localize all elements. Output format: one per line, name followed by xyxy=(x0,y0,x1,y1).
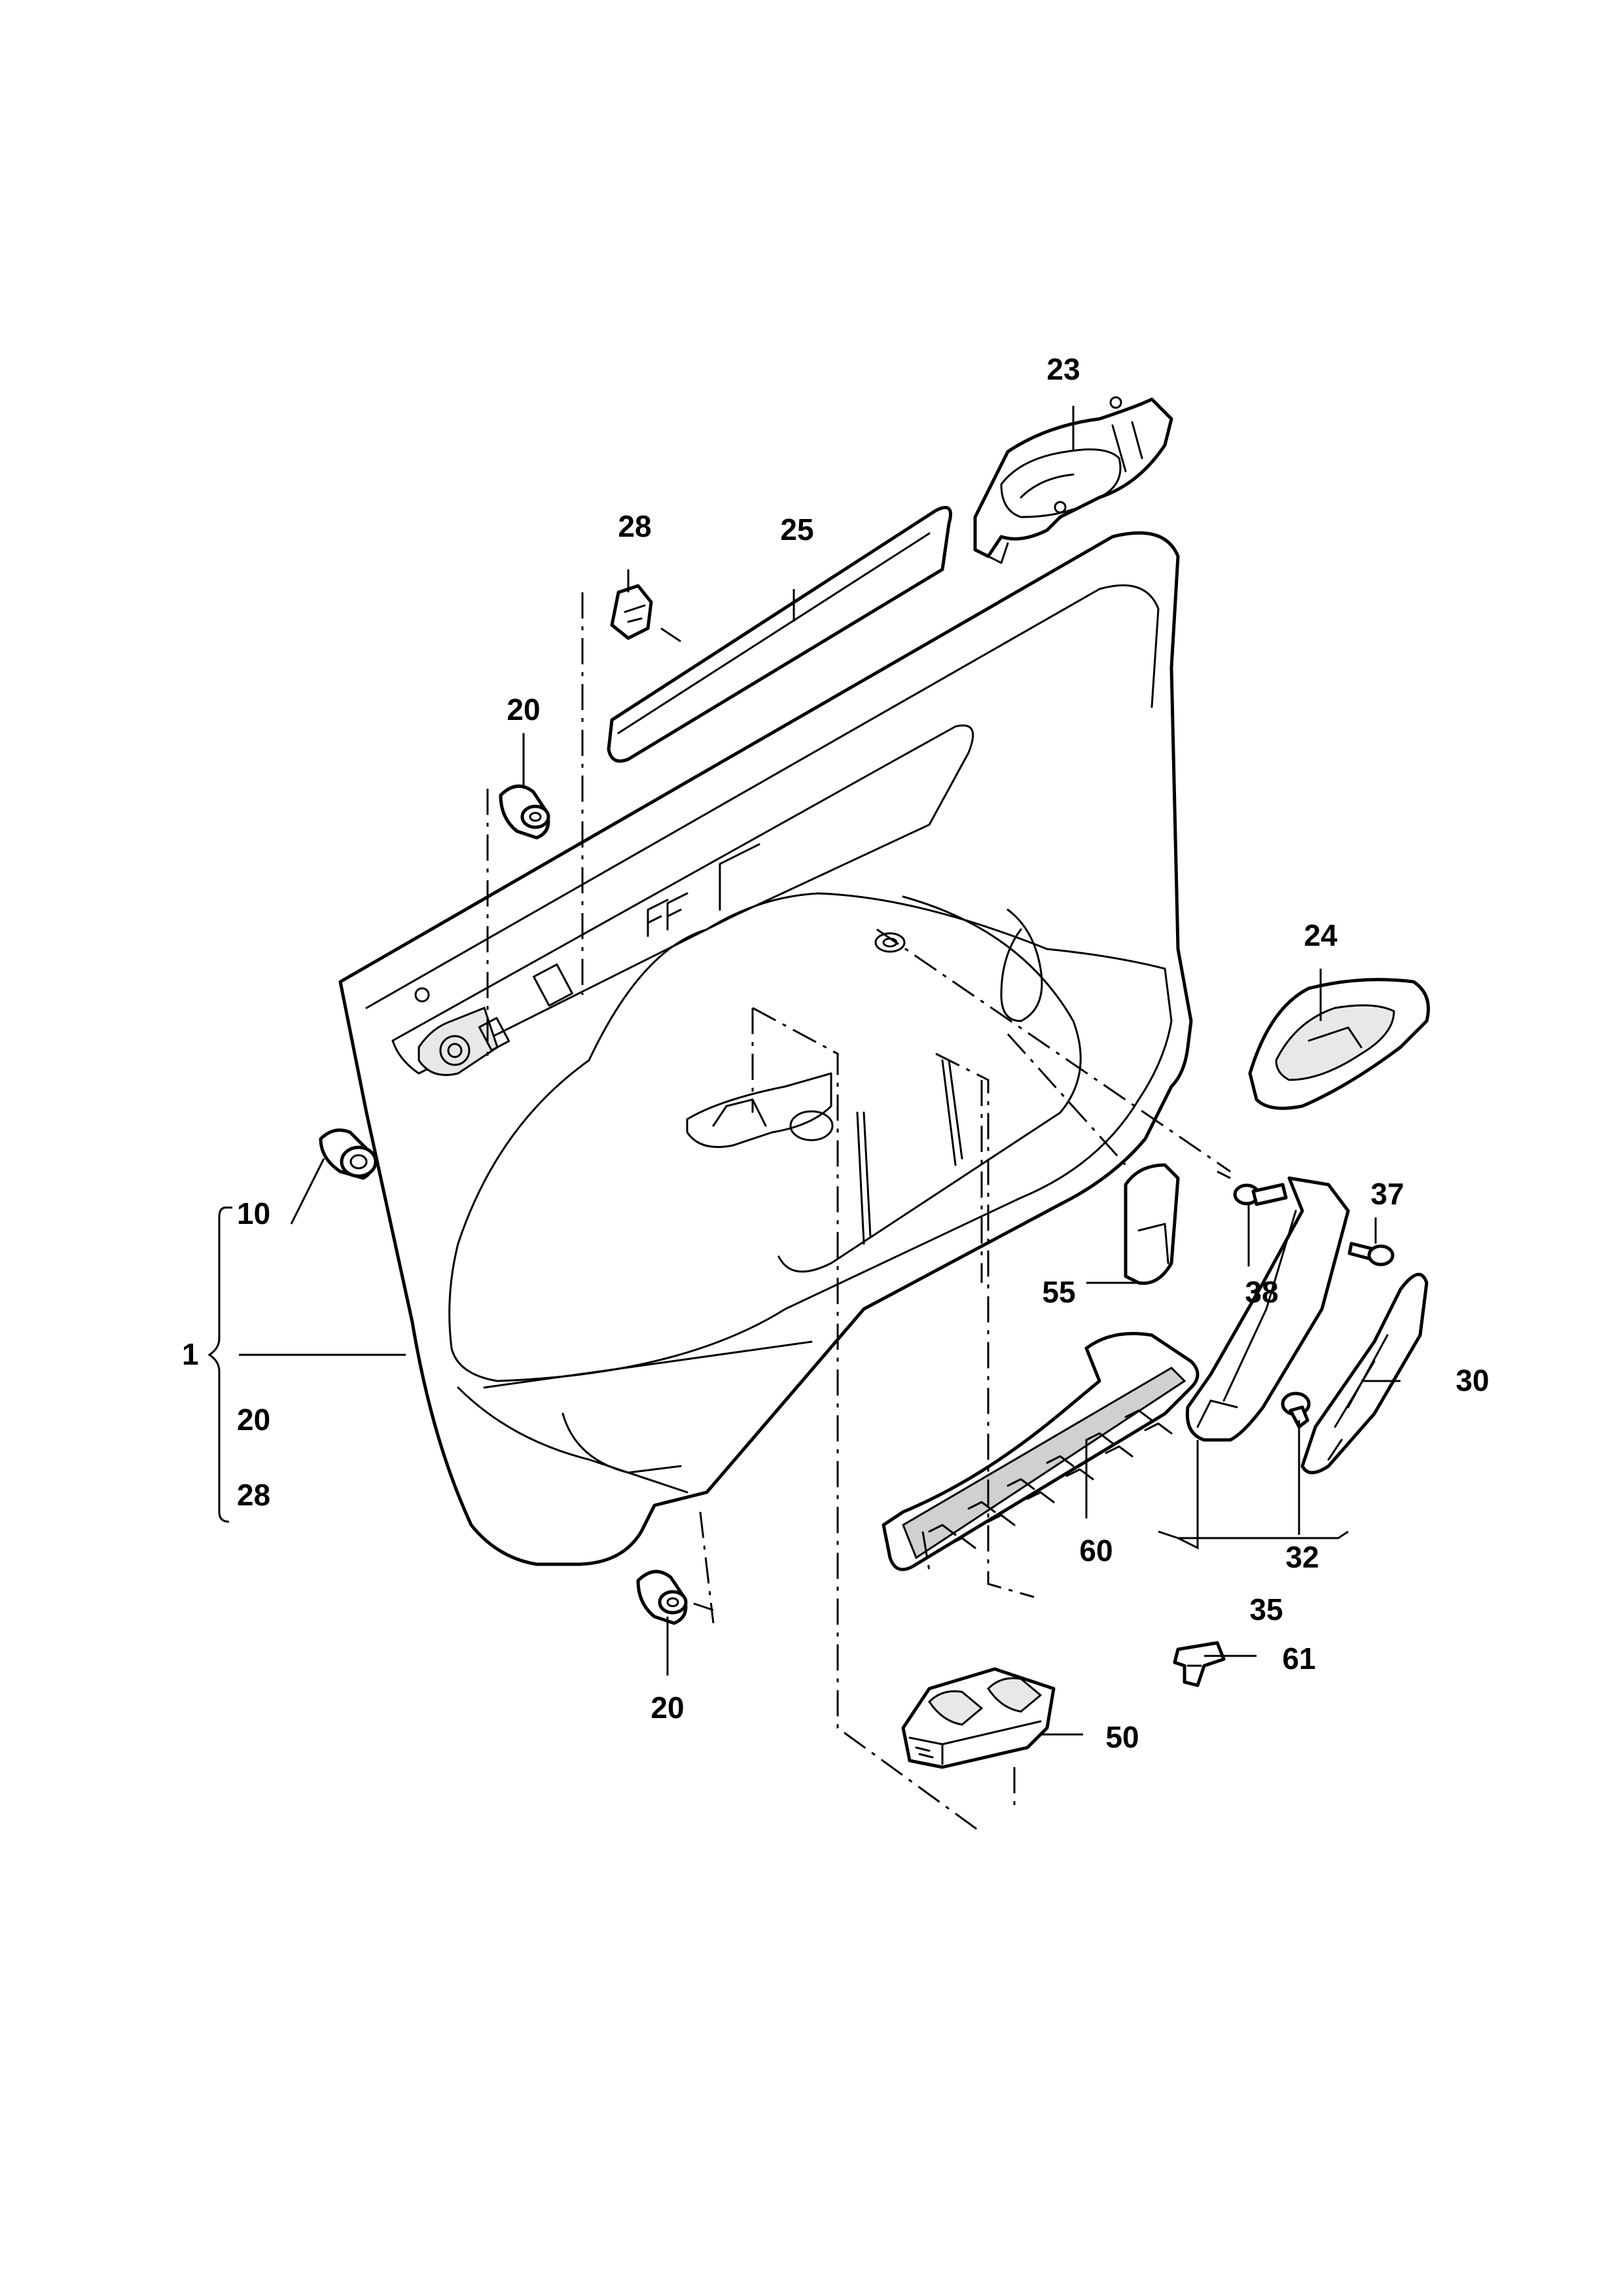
callout-50: 50 xyxy=(1105,1720,1139,1754)
callout-24: 24 xyxy=(1304,918,1338,952)
screw-38 xyxy=(1233,1183,1288,1206)
trim-cover xyxy=(1300,1272,1429,1475)
callout-23: 23 xyxy=(1046,352,1080,386)
armrest-grip xyxy=(1185,1176,1350,1442)
callout-20-top: 20 xyxy=(507,692,540,726)
push-clip-32 xyxy=(1281,1391,1311,1429)
push-clip-61 xyxy=(1173,1641,1226,1687)
callout-20-bottom: 20 xyxy=(651,1691,684,1725)
window-switch-housing xyxy=(901,1667,1056,1769)
interior-door-handle xyxy=(973,396,1173,564)
callout-28-group: 28 xyxy=(237,1478,270,1512)
cover-cap xyxy=(1124,1163,1180,1285)
upper-trim-strip xyxy=(607,506,952,763)
handle-bezel xyxy=(1248,978,1430,1110)
callout-30: 30 xyxy=(1455,1363,1489,1397)
alignment-lines xyxy=(486,592,1231,1834)
trim-clip xyxy=(610,584,653,640)
callout-10: 10 xyxy=(237,1196,270,1230)
callout-25: 25 xyxy=(780,512,813,547)
callout-60: 60 xyxy=(1079,1534,1113,1568)
trim-grommet xyxy=(319,1128,378,1180)
callout-38: 38 xyxy=(1245,1275,1278,1309)
leader-lines xyxy=(207,406,1400,1736)
callout-37: 37 xyxy=(1370,1177,1404,1211)
callout-20-group: 20 xyxy=(237,1403,270,1437)
pocket-insert xyxy=(882,1332,1200,1571)
callout-28-top: 28 xyxy=(618,509,651,543)
callout-1: 1 xyxy=(182,1337,199,1371)
callout-32: 32 xyxy=(1285,1540,1319,1574)
callout-55: 55 xyxy=(1042,1275,1075,1309)
screw-37 xyxy=(1347,1242,1395,1266)
door-trim-panel xyxy=(338,531,1193,1566)
callout-35: 35 xyxy=(1249,1592,1283,1626)
retaining-clip-upper xyxy=(499,784,550,840)
retaining-clip-lower xyxy=(636,1570,688,1625)
callout-labels: 1 10 20 20 28 20 23 24 25 28 30 32 35 37… xyxy=(182,352,1489,1754)
callout-61: 61 xyxy=(1282,1641,1315,1676)
